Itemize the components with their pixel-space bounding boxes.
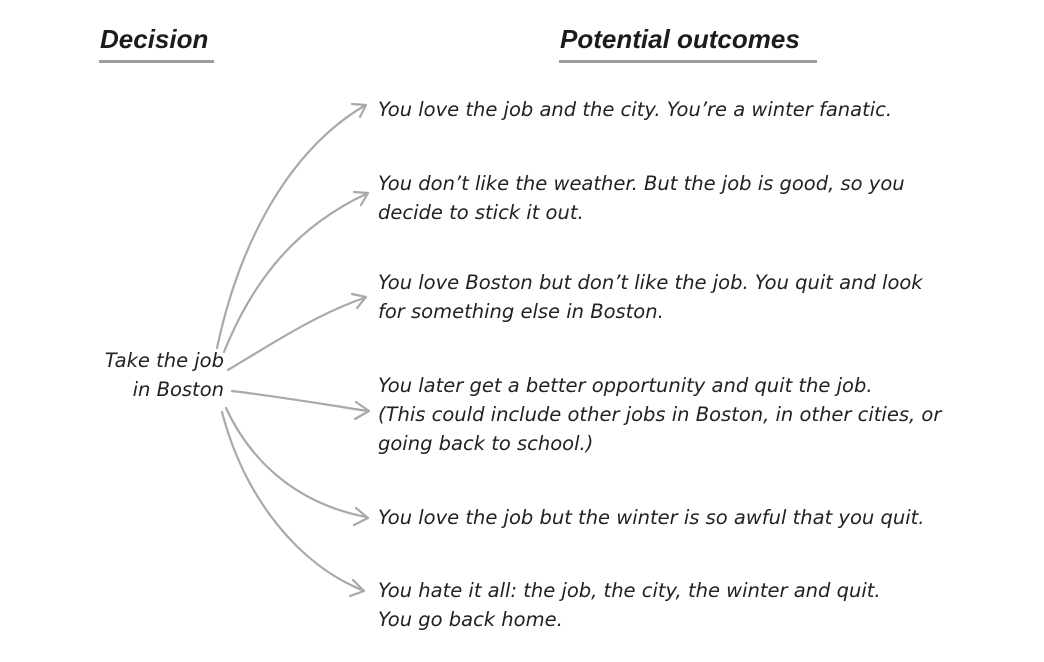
outcome-line: going back to school.) [378, 432, 594, 455]
decision-header: Decision [100, 24, 209, 54]
outcome-5: You love the job but the winter is so aw… [378, 503, 924, 532]
arrow-to-outcome-3-head [350, 292, 368, 310]
outcome-line: You later get a better opportunity and q… [378, 374, 873, 397]
decision-label: Take the job in Boston [90, 346, 224, 404]
potential-outcomes-header: Potential outcomes [560, 24, 800, 54]
arrow-to-outcome-1 [215, 102, 368, 350]
decision-label-line: in Boston [132, 378, 224, 401]
outcome-1: You love the job and the city. You’re a … [378, 95, 892, 124]
arrow-to-outcome-4-head [353, 400, 371, 421]
outcome-line: for something else in Boston. [378, 300, 664, 323]
outcome-line: (This could include other jobs in Boston… [378, 403, 942, 426]
decision-header-underline [99, 60, 214, 63]
outcome-line: You go back home. [378, 608, 563, 631]
decision-label-line: Take the job [104, 349, 224, 372]
outcome-line: You hate it all: the job, the city, the … [378, 579, 881, 602]
arrow-to-outcome-4 [230, 389, 371, 421]
arrow-to-outcome-1-head [350, 102, 368, 119]
arrow-to-outcome-3-line [226, 296, 366, 372]
arrow-to-outcome-2-head [352, 190, 370, 207]
arrow-to-outcome-5 [224, 406, 370, 527]
outcome-3: You love Boston but don’t like the job. … [378, 268, 923, 326]
outcome-line: You don’t like the weather. But the job … [378, 172, 905, 195]
arrow-to-outcome-2-line [222, 192, 368, 354]
arrow-to-outcome-1-line [215, 104, 366, 350]
arrow-to-outcome-3 [226, 292, 368, 372]
arrow-to-outcome-6 [220, 410, 366, 598]
outcome-2: You don’t like the weather. But the job … [378, 169, 905, 227]
potential-outcomes-header-underline [559, 60, 817, 63]
arrow-to-outcome-5-head [352, 506, 370, 527]
arrow-to-outcome-6-line [220, 410, 364, 592]
arrow-to-outcome-6-head [348, 578, 366, 598]
outcome-line: You love the job but the winter is so aw… [378, 506, 925, 529]
arrow-to-outcome-4-line [230, 389, 370, 413]
outcome-line: You love Boston but don’t like the job. … [378, 271, 923, 294]
outcome-6: You hate it all: the job, the city, the … [378, 576, 881, 634]
arrow-to-outcome-2 [222, 190, 370, 354]
arrow-to-outcome-5-line [224, 406, 368, 519]
outcome-4: You later get a better opportunity and q… [378, 371, 941, 458]
outcome-line: You love the job and the city. You’re a … [378, 98, 893, 121]
outcome-line: decide to stick it out. [378, 201, 584, 224]
